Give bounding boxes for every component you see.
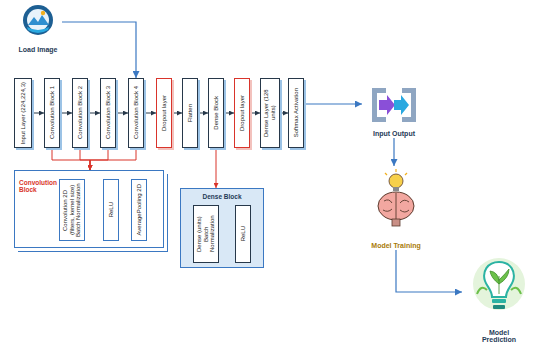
connector [90, 148, 108, 170]
conv-block-box: Convolution Block 2 [72, 78, 88, 148]
load-image-icon [21, 3, 55, 39]
conv-block-box: Convolution Block 1 [44, 78, 60, 148]
input-output-icon [368, 84, 420, 126]
conv-block-panel: Convolution Block Convolution 2D (filters… [14, 170, 164, 248]
water [27, 27, 49, 33]
bulb [389, 174, 403, 188]
pooling-box: AveragePooling 2D [131, 179, 147, 241]
connector [393, 138, 394, 166]
connector [90, 148, 136, 170]
input-layer-box: Input Layer (224,224,3) [14, 78, 32, 148]
dense-block-panel: Dense BlockDense (units) Batch Normaliza… [180, 188, 264, 268]
relu-box: ReLU [103, 179, 119, 241]
bulb-outline [484, 262, 514, 297]
connector [80, 148, 90, 170]
dropout-box: Dropout layer [156, 78, 172, 148]
model-prediction-node: Model Prediction [462, 252, 536, 344]
connector [280, 113, 288, 114]
flatten-box: Flatten [182, 78, 198, 148]
node-label: Dropout layer [239, 95, 246, 131]
brain-icon [374, 168, 418, 230]
node-label: Dense Block [181, 193, 263, 200]
node-label: Convolution 2D (filters, kernel size) Ba… [62, 182, 82, 238]
node-label: Model Prediction [474, 329, 524, 344]
relu-box: ReLU [235, 205, 251, 263]
node-label: Convolution Block 4 [133, 86, 140, 139]
brain-folds [383, 193, 409, 219]
side-leaves [477, 288, 521, 294]
bulb-base-1 [492, 299, 506, 303]
prediction-icon [471, 254, 527, 318]
node-label: Dense Layer (128 units) [263, 81, 276, 145]
node-label: Convolution Block [19, 179, 55, 194]
globe-disc [23, 5, 53, 35]
connector [216, 148, 217, 188]
node-label: Input Output [373, 130, 415, 138]
load-image-node: Load Image [14, 2, 62, 54]
conv-block-box: Convolution Block 3 [100, 78, 116, 148]
node-label: Dropout layer [161, 95, 168, 131]
bulb-base-2 [493, 305, 505, 309]
sun [41, 11, 45, 15]
connector [60, 113, 72, 114]
node-label: ReLU [240, 226, 247, 241]
brain [378, 192, 414, 220]
dense-layer-box: Dense Layer (128 units) [260, 78, 280, 148]
bulb-base [393, 187, 399, 191]
halo [473, 258, 525, 310]
conv2d-box: Convolution 2D (filters, kernel size) Ba… [59, 179, 85, 241]
connector [224, 113, 234, 114]
connector [172, 113, 182, 114]
connector [144, 113, 156, 114]
input-arrow [379, 95, 395, 115]
connector [116, 113, 128, 114]
node-label: Flatten [187, 104, 194, 122]
dropout-box: Dropout layer [234, 78, 250, 148]
node-label: Input Layer (224,224,3) [20, 82, 27, 144]
globe-face [27, 9, 49, 31]
output-arrow [394, 95, 409, 115]
connector [396, 250, 462, 292]
dense-block-box: Dense Block [208, 78, 224, 148]
connector [62, 22, 136, 78]
node-label: Convolution Block 3 [105, 86, 112, 139]
connector [88, 113, 100, 114]
node-label: Convolution Block 1 [49, 86, 56, 139]
connector [250, 113, 260, 114]
connector [198, 113, 208, 114]
node-label: Dense (units) Batch Normalization [196, 208, 216, 260]
node-label: ReLU [108, 202, 115, 217]
node-label: Softmax Activation [293, 88, 300, 137]
conv-block-box: Convolution Block 4 [128, 78, 144, 148]
connector [32, 113, 44, 114]
node-label: Dense Block [213, 96, 220, 130]
leaves [490, 269, 509, 294]
node-label: AveragePooling 2D [136, 184, 143, 236]
brain-stem [392, 219, 400, 226]
node-label: Convolution Block 2 [77, 86, 84, 139]
node-label: Load Image [19, 46, 58, 54]
model-training-node: Model Training [366, 166, 426, 250]
mountain [28, 15, 49, 25]
softmax-box: Softmax Activation [288, 78, 304, 148]
dense-units-box: Dense (units) Batch Normalization [193, 205, 219, 263]
input-output-node: Input Output [362, 82, 426, 138]
node-label: Model Training [371, 242, 420, 250]
connector [52, 148, 90, 170]
connector [304, 103, 362, 104]
